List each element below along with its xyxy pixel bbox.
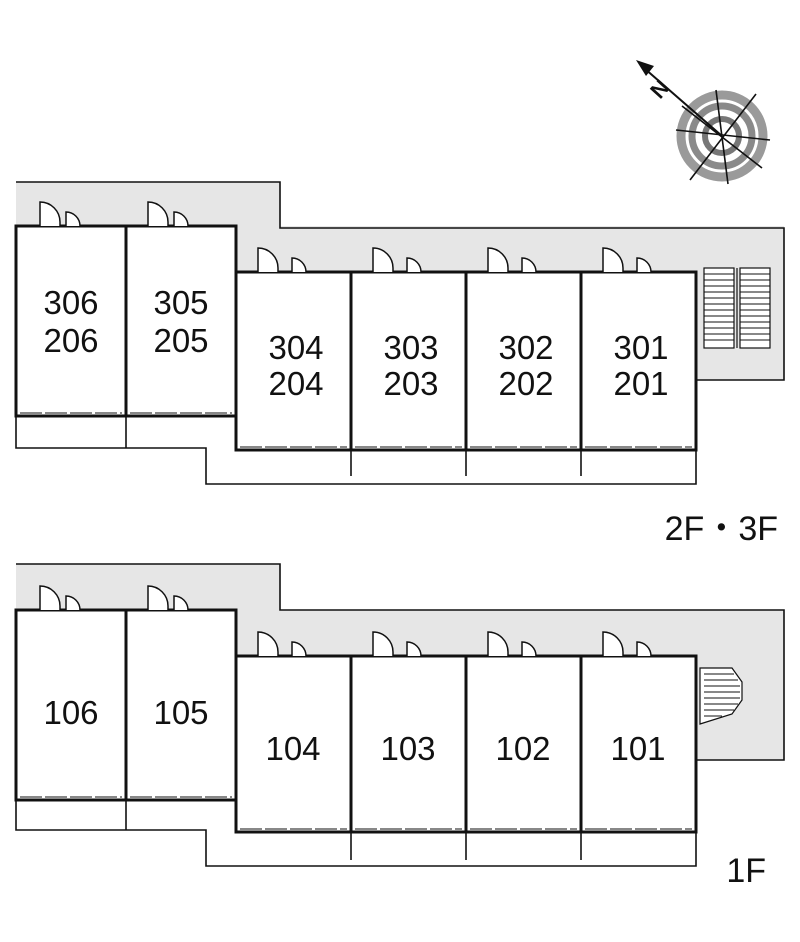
door-icon	[636, 641, 652, 657]
door-icon	[521, 257, 537, 273]
unit-106[interactable]: 106	[14, 585, 128, 830]
unit-302[interactable]: 302 202	[464, 247, 583, 476]
unit-number-bottom: 201	[613, 365, 668, 402]
unit-number-top: 304	[268, 329, 323, 366]
door-icon	[291, 257, 307, 273]
upper-floor-plan: 306 206 305 205 304 204 303 20	[14, 181, 785, 548]
unit-number-bottom: 202	[498, 365, 553, 402]
floor-label: 2F・3F	[665, 510, 778, 548]
unit-number: 104	[265, 730, 320, 767]
door-icon	[147, 201, 169, 226]
unit-number: 106	[43, 694, 98, 731]
unit-number: 102	[495, 730, 550, 767]
door-icon	[521, 641, 537, 657]
door-icon	[257, 247, 279, 272]
unit-303[interactable]: 303 203	[349, 247, 468, 476]
stairs-icon	[703, 267, 771, 349]
unit-number: 101	[610, 730, 665, 767]
unit-304[interactable]: 304 204	[234, 247, 353, 476]
unit-301[interactable]: 301 201	[579, 247, 698, 452]
unit-number-top: 301	[613, 329, 668, 366]
door-icon	[291, 641, 307, 657]
unit-number: 105	[153, 694, 208, 731]
door-icon	[147, 585, 169, 610]
unit-number: 103	[380, 730, 435, 767]
door-icon	[406, 257, 422, 273]
unit-105[interactable]: 105	[124, 585, 238, 802]
unit-104[interactable]: 104	[234, 631, 353, 860]
door-icon	[173, 211, 189, 227]
unit-number-top: 306	[43, 284, 98, 321]
door-icon	[372, 631, 394, 656]
stairs-icon	[699, 667, 743, 725]
door-icon	[65, 211, 81, 227]
unit-103[interactable]: 103	[349, 631, 468, 860]
door-icon	[173, 595, 189, 611]
unit-306[interactable]: 306 206	[14, 201, 128, 448]
door-icon	[636, 257, 652, 273]
unit-number-top: 305	[153, 284, 208, 321]
door-icon	[487, 631, 509, 656]
floor-label: 1F	[726, 852, 766, 890]
unit-number-top: 302	[498, 329, 553, 366]
unit-101[interactable]: 101	[579, 631, 698, 834]
door-icon	[602, 631, 624, 656]
unit-number-bottom: 204	[268, 365, 323, 402]
unit-number-bottom: 205	[153, 322, 208, 359]
compass-rose-icon: N	[636, 60, 771, 185]
north-label: N	[645, 75, 674, 104]
unit-number-bottom: 203	[383, 365, 438, 402]
door-icon	[602, 247, 624, 272]
door-icon	[406, 641, 422, 657]
door-icon	[65, 595, 81, 611]
unit-102[interactable]: 102	[464, 631, 583, 860]
door-icon	[487, 247, 509, 272]
door-icon	[39, 585, 61, 610]
unit-number-top: 303	[383, 329, 438, 366]
unit-305[interactable]: 305 205	[124, 201, 238, 418]
unit-number-bottom: 206	[43, 322, 98, 359]
door-icon	[39, 201, 61, 226]
door-icon	[372, 247, 394, 272]
door-icon	[257, 631, 279, 656]
first-floor-plan: 106 105 104 103	[14, 563, 785, 890]
